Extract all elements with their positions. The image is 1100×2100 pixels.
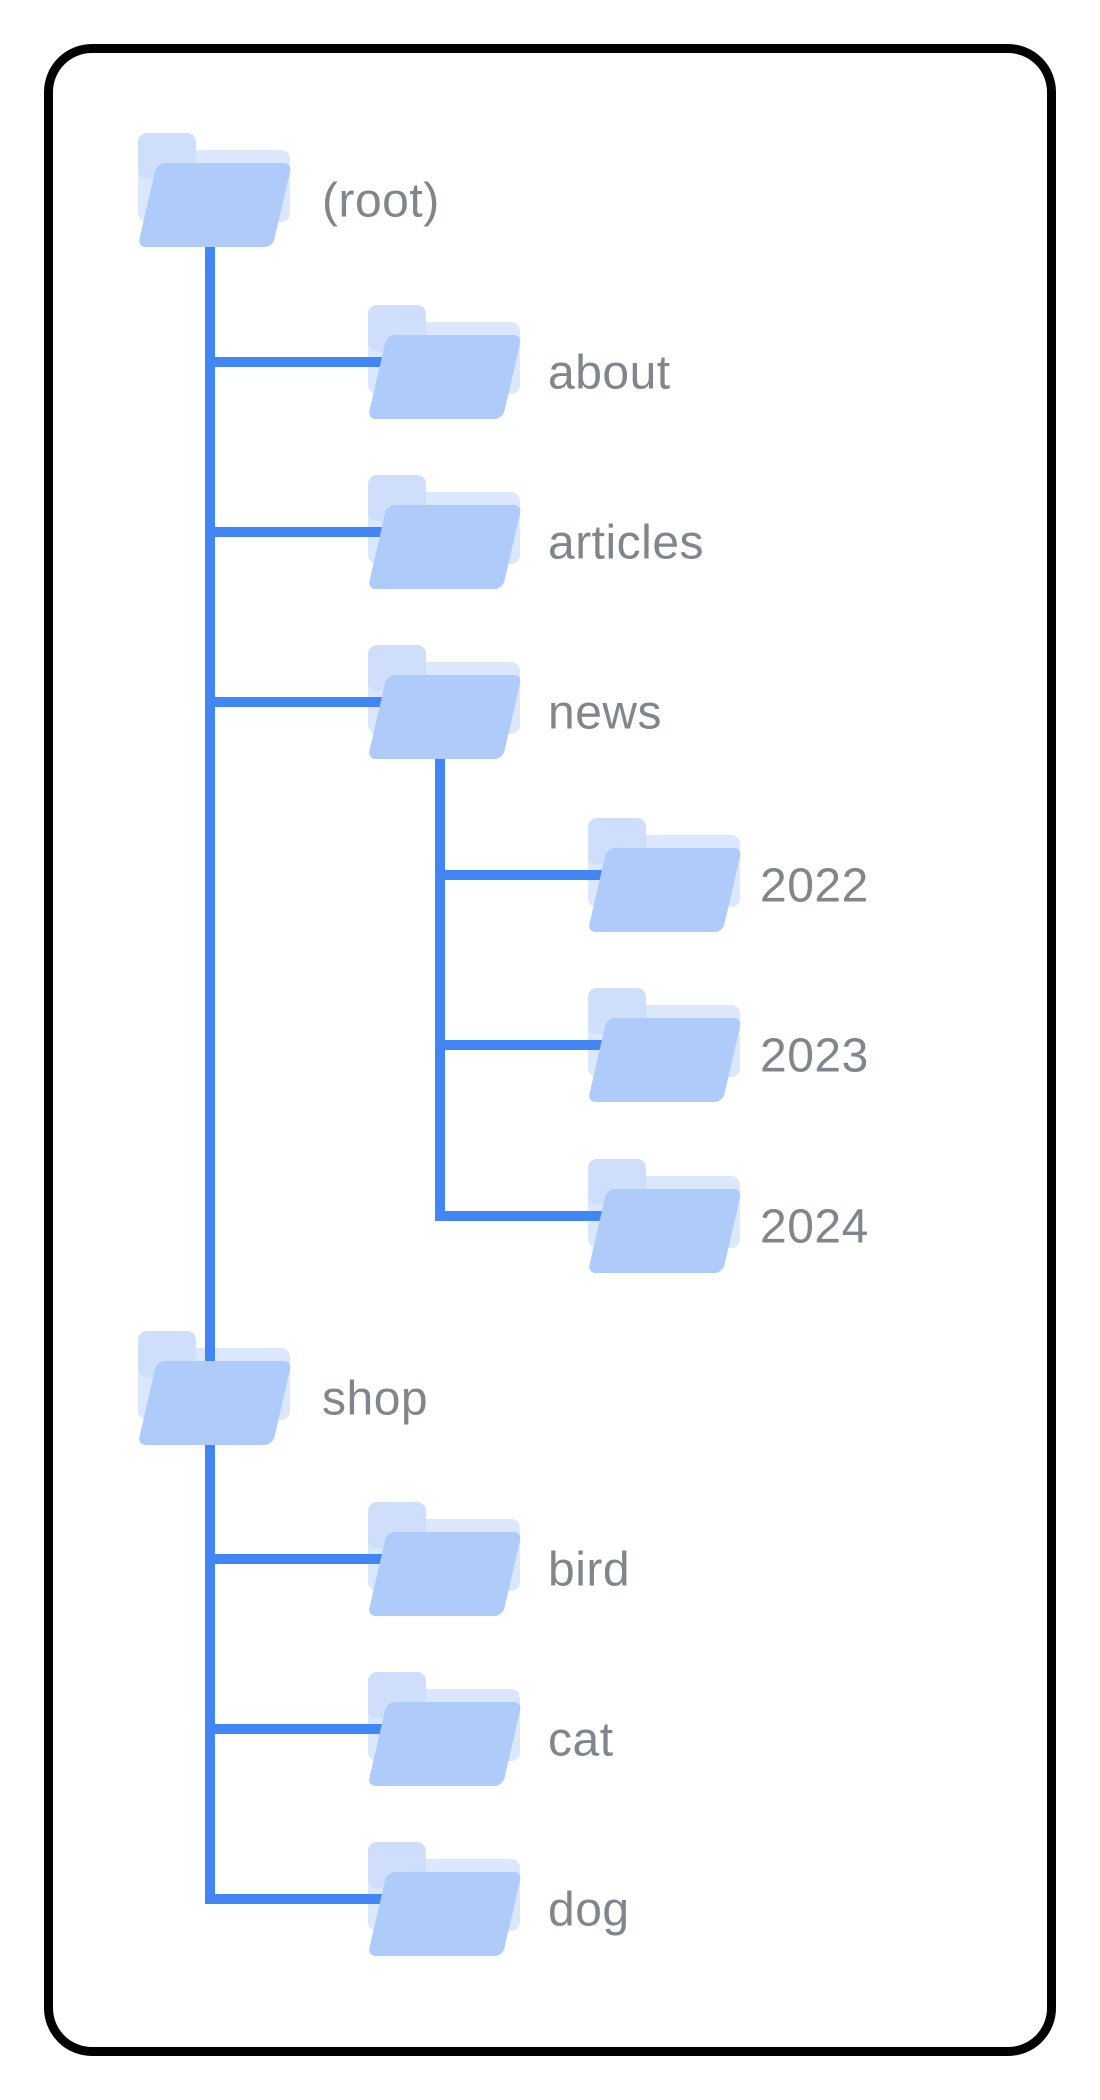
connector-branch-articles (205, 527, 386, 537)
folder-front-layer (369, 1532, 521, 1616)
folder-icon-articles (368, 475, 525, 589)
node-label-root: (root) (322, 174, 440, 228)
connector-branch-news (205, 697, 386, 707)
folder-icon-shop (138, 1331, 295, 1445)
folder-icon-bird (368, 1502, 525, 1616)
folder-icon-2022 (588, 818, 745, 932)
node-label-2022: 2022 (760, 859, 869, 913)
folder-icon-about (368, 305, 525, 419)
folder-icon-cat (368, 1672, 525, 1786)
node-label-dog: dog (548, 1883, 630, 1937)
folder-front-layer (369, 505, 521, 589)
folder-icon-2023 (588, 988, 745, 1102)
node-label-articles: articles (548, 516, 705, 570)
node-label-2024: 2024 (760, 1200, 869, 1254)
folder-front-layer (369, 1702, 521, 1786)
folder-front-layer (369, 335, 521, 419)
folder-icon-root (138, 133, 295, 247)
node-label-shop: shop (322, 1372, 429, 1426)
node-label-2023: 2023 (760, 1029, 869, 1083)
connector-branch-dog (205, 1894, 386, 1904)
folder-front-layer (139, 1361, 291, 1445)
connector-branch-2023 (435, 1040, 606, 1050)
connector-trunk-news (435, 702, 445, 1221)
connector-branch-2024 (435, 1211, 606, 1221)
folder-front-layer (589, 1189, 741, 1273)
connector-branch-bird (205, 1554, 386, 1564)
diagram-border (44, 44, 1056, 2056)
connector-trunk-root (205, 190, 215, 1388)
connector-branch-about (205, 357, 386, 367)
folder-front-layer (369, 675, 521, 759)
connector-trunk-shop (205, 1388, 215, 1904)
folder-front-layer (589, 1018, 741, 1102)
folder-front-layer (589, 848, 741, 932)
connector-branch-2022 (435, 870, 606, 880)
folder-front-layer (139, 163, 291, 247)
node-label-about: about (548, 346, 671, 400)
node-label-bird: bird (548, 1543, 631, 1597)
folder-icon-dog (368, 1842, 525, 1956)
folder-front-layer (369, 1872, 521, 1956)
folder-icon-news (368, 645, 525, 759)
folder-icon-2024 (588, 1159, 745, 1273)
node-label-cat: cat (548, 1713, 614, 1767)
node-label-news: news (548, 686, 663, 740)
connector-branch-cat (205, 1724, 386, 1734)
